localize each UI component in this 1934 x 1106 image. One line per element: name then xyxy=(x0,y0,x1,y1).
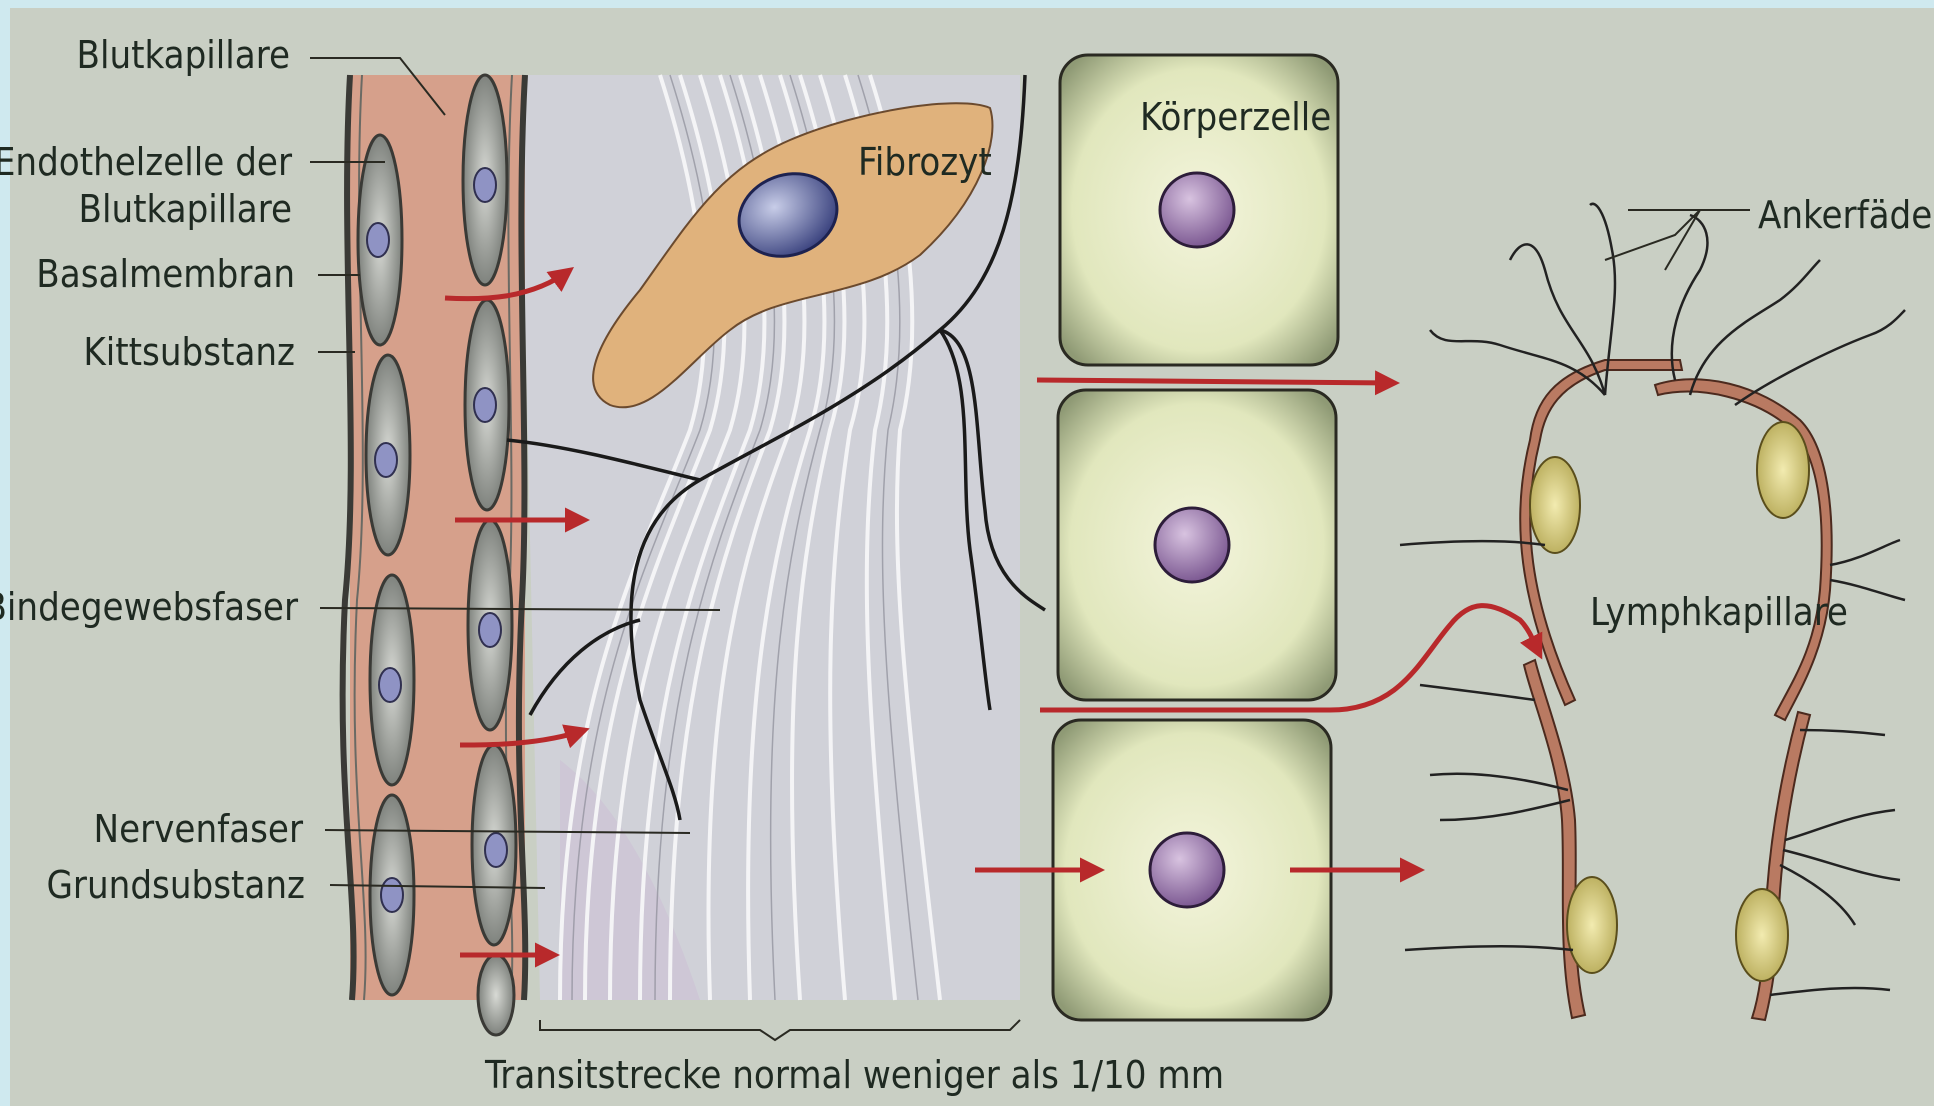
label-lymphkapillare: Lymphkapillare xyxy=(1590,590,1848,634)
label-basalmembran: Basalmembran xyxy=(36,252,295,296)
label-endothelzelle-line1: Endothelzelle der xyxy=(0,140,293,184)
body-cell-2 xyxy=(1058,390,1336,700)
label-nervenfaser: Nervenfaser xyxy=(94,807,304,851)
label-koerperzelle: Körperzelle xyxy=(1140,95,1331,139)
label-transitstrecke: Transitstrecke normal weniger als 1/10 m… xyxy=(484,1053,1224,1097)
label-kittsubstanz: Kittsubstanz xyxy=(83,330,295,374)
label-endothelzelle-line2: Blutkapillare xyxy=(78,187,292,231)
label-grundsubstanz: Grundsubstanz xyxy=(46,863,305,907)
label-ankerfaeden: Ankerfäden xyxy=(1758,193,1934,237)
label-blutkapillare: Blutkapillare xyxy=(76,33,290,77)
label-fibrozyt: Fibrozyt xyxy=(858,140,992,184)
label-bindegewebsfaser: Bindegewebsfaser xyxy=(0,585,299,629)
